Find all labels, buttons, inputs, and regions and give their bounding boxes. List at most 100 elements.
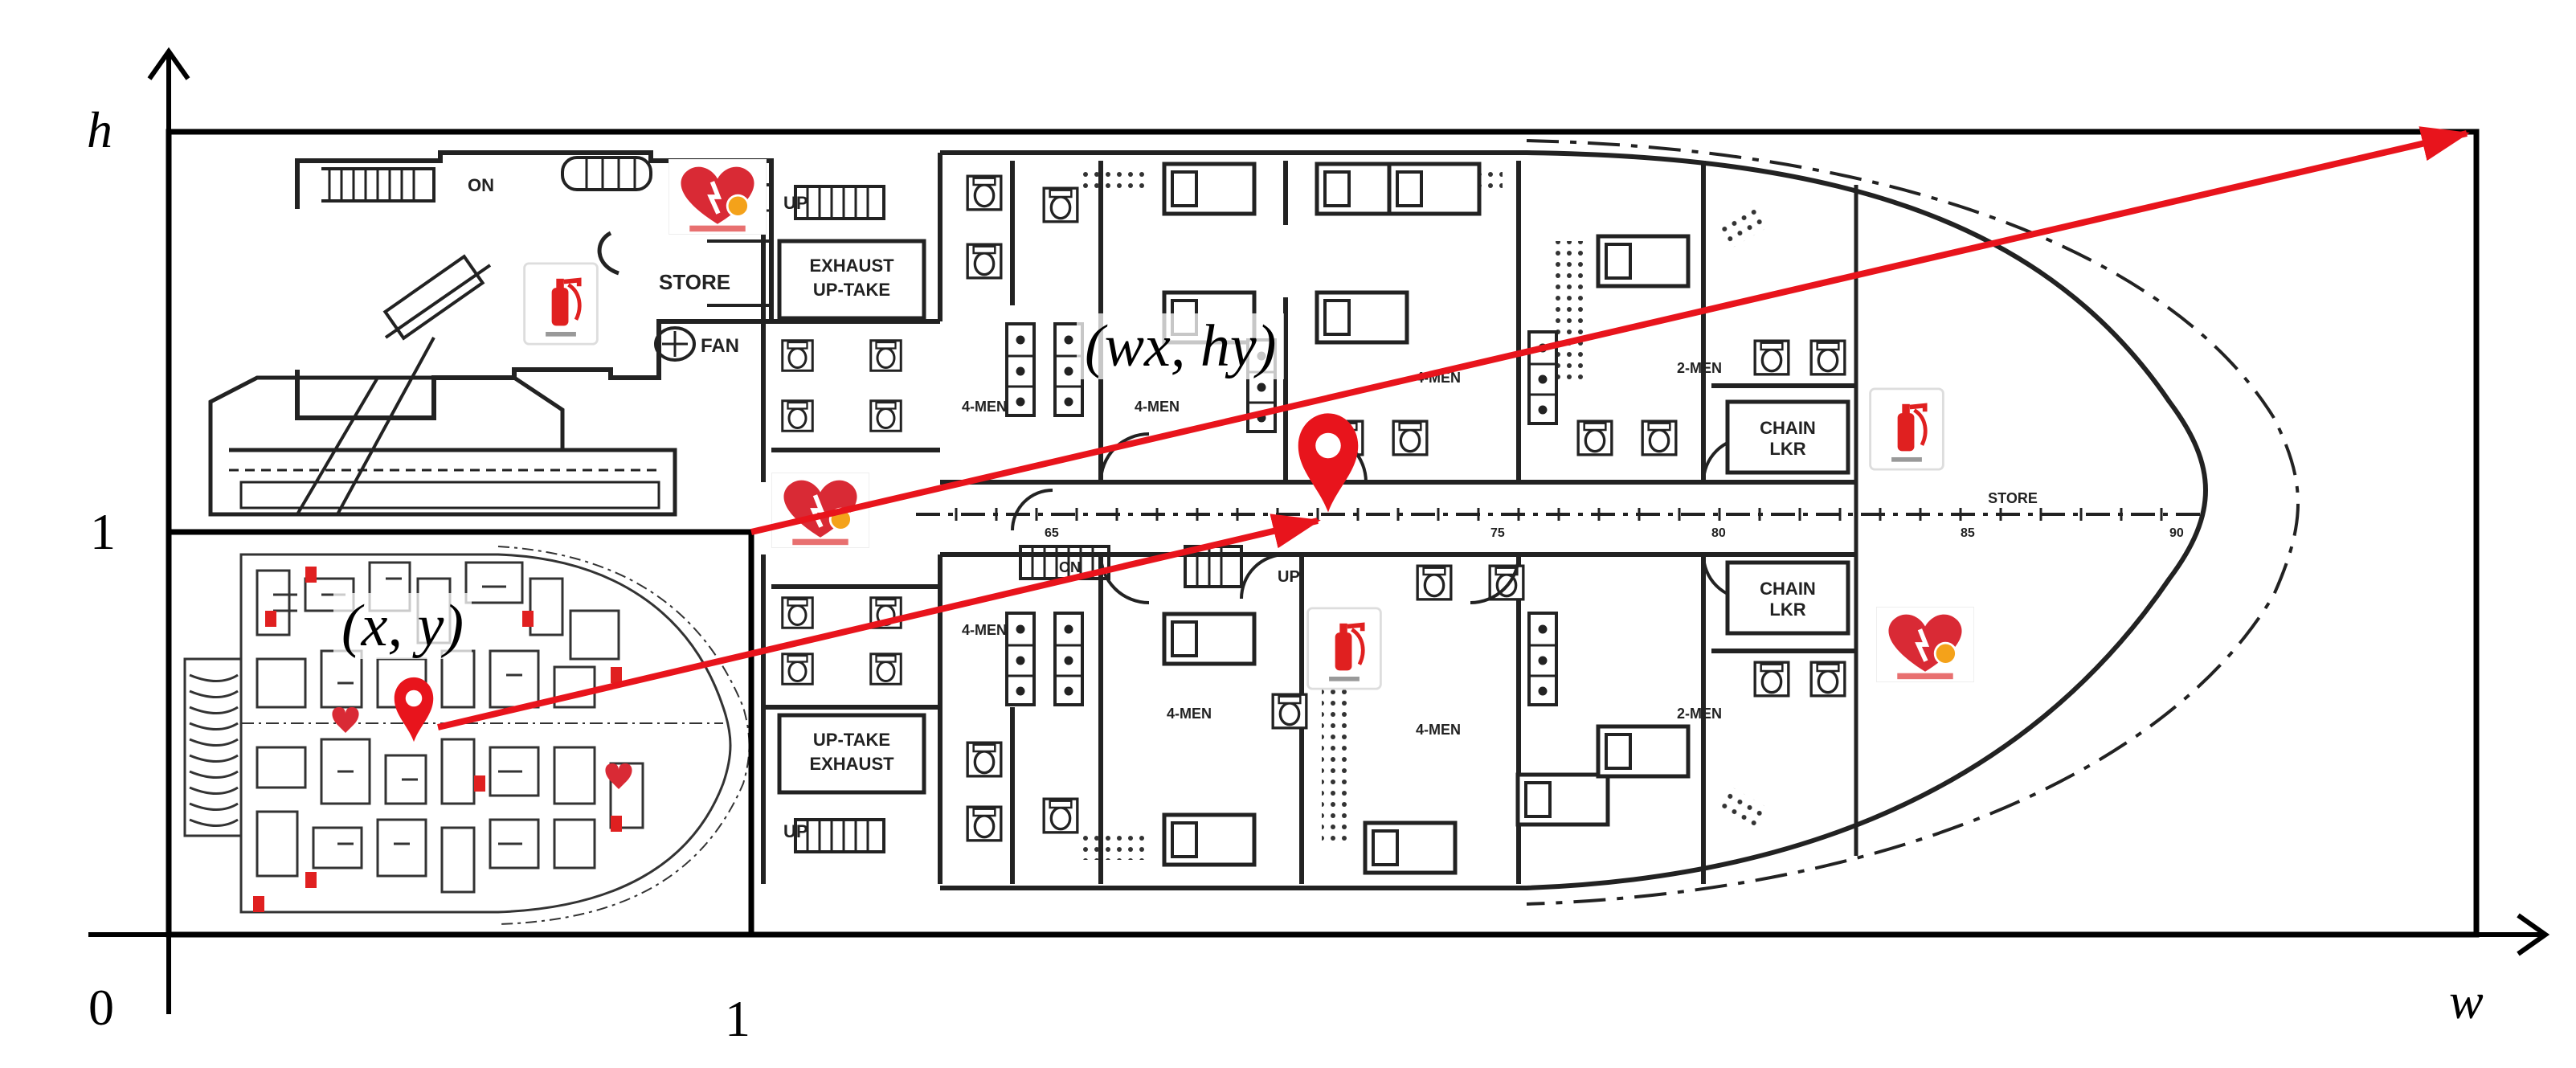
toilet-fixture bbox=[869, 653, 902, 685]
bunk-fixture bbox=[1365, 823, 1455, 873]
bunk-fixture bbox=[1164, 164, 1254, 214]
aed-heart-icon bbox=[669, 159, 767, 235]
room-exhaust-uptake bbox=[777, 239, 926, 321]
origin-label: 0 bbox=[88, 979, 114, 1036]
frame-number: 65 bbox=[1045, 526, 1059, 540]
stair-block bbox=[794, 185, 885, 220]
fire-extinguisher-icon bbox=[525, 264, 598, 344]
toilet-fixture bbox=[1042, 797, 1079, 834]
room-label-lkr: LKR bbox=[1769, 599, 1805, 620]
frame-number: 85 bbox=[1961, 526, 1975, 540]
engine-room-area bbox=[208, 150, 884, 517]
toilet-fixture bbox=[781, 339, 814, 372]
hull-outline bbox=[940, 150, 2208, 890]
room-label-4-men: 4-MEN bbox=[962, 622, 1007, 638]
room-label-store: STORE bbox=[659, 270, 730, 294]
fire-extinguisher-icon bbox=[522, 611, 534, 627]
toilet-fixture bbox=[966, 741, 1003, 778]
locker-fixture bbox=[1053, 612, 1084, 706]
room-uptake-exhaust bbox=[777, 713, 926, 795]
room-label-chain: CHAIN bbox=[1760, 418, 1816, 438]
locker-fixture bbox=[1527, 612, 1558, 706]
bunk-fixture bbox=[1389, 164, 1479, 214]
locker-fixture bbox=[1005, 612, 1036, 706]
fire-extinguisher-icon bbox=[305, 567, 317, 583]
toilet-fixture bbox=[1809, 339, 1846, 376]
original-floor-plan bbox=[183, 546, 750, 925]
corridor-ticks bbox=[955, 508, 2163, 521]
room-label-2-men: 2-MEN bbox=[1677, 360, 1722, 376]
small-plan-rooms bbox=[256, 561, 644, 894]
door-swings bbox=[1011, 432, 1748, 604]
room-label-store-bow: STORE bbox=[1988, 490, 2038, 506]
toilet-fixture bbox=[1753, 661, 1790, 698]
room-label-uptake: UP-TAKE bbox=[813, 730, 890, 750]
point-label-original: (x, y) bbox=[333, 593, 472, 659]
toilet-fixture bbox=[966, 174, 1003, 211]
bunk-fixture bbox=[1317, 293, 1407, 342]
internal-walls bbox=[761, 153, 1856, 884]
dotted-panel bbox=[1717, 784, 1770, 829]
toilet-fixture bbox=[1271, 693, 1308, 730]
y-axis-tick-label: 1 bbox=[90, 503, 116, 560]
room-label-4-men: 4-MEN bbox=[1167, 706, 1212, 722]
toilet-fixture bbox=[1416, 564, 1453, 601]
bunk-fixture bbox=[1598, 236, 1688, 286]
room-label-chain: CHAIN bbox=[1760, 579, 1816, 599]
fire-extinguisher-icon bbox=[1871, 389, 1944, 469]
room-label-fan: FAN bbox=[701, 335, 739, 357]
aed-heart-icon bbox=[605, 763, 632, 789]
small-plan-safety-markers bbox=[253, 567, 632, 912]
dotted-panel bbox=[1077, 836, 1149, 860]
room-label-4-men: 4-MEN bbox=[1416, 722, 1461, 738]
toilet-fixture bbox=[1576, 419, 1613, 456]
bunk-fixture bbox=[1164, 614, 1254, 664]
fire-extinguisher-icon bbox=[305, 872, 317, 888]
toilet-fixture bbox=[1753, 339, 1790, 376]
room-label-4-men: 4-MEN bbox=[962, 399, 1007, 415]
x-axis-end-label: w bbox=[2449, 972, 2484, 1029]
room-label-on: ON bbox=[468, 175, 494, 195]
scaled-floor-plan: ON STORE FAN UP UP bbox=[208, 139, 2300, 906]
fire-extinguisher-icon bbox=[611, 667, 622, 683]
x-axis-head bbox=[2517, 913, 2550, 956]
axes bbox=[88, 47, 2550, 1014]
room-label-exhaust: EXHAUST bbox=[809, 754, 894, 774]
toilet-fixture bbox=[1042, 186, 1079, 223]
point-mapping-arrow bbox=[437, 514, 1321, 730]
room-label-4-men: 4-MEN bbox=[1135, 399, 1180, 415]
dotted-panel bbox=[1717, 206, 1770, 251]
frame-number: 75 bbox=[1490, 526, 1505, 540]
dotted-panel bbox=[1322, 683, 1351, 844]
y-axis-end-label: h bbox=[87, 101, 112, 158]
unit-square-frame bbox=[166, 529, 754, 938]
toilet-fixture bbox=[781, 596, 814, 629]
locker-fixture bbox=[1005, 322, 1036, 417]
room-label-lkr: LKR bbox=[1769, 439, 1805, 459]
room-label-uptake: UP-TAKE bbox=[813, 280, 890, 300]
small-hull-outline bbox=[239, 553, 732, 914]
toilet-fixture bbox=[966, 805, 1003, 842]
toilet-fixture bbox=[781, 399, 814, 432]
toilet-fixture bbox=[1392, 419, 1429, 456]
frame-number: 80 bbox=[1711, 526, 1726, 540]
fire-extinguisher-icon bbox=[253, 896, 264, 912]
fire-extinguisher-icon bbox=[265, 611, 276, 627]
fire-extinguisher-icon bbox=[1308, 608, 1381, 689]
toilet-fixture bbox=[869, 339, 902, 372]
frame-number: 90 bbox=[2169, 526, 2184, 540]
map-pin-icon bbox=[1298, 413, 1359, 513]
scaling-arrows bbox=[437, 126, 2470, 730]
room-label-2-men: 2-MEN bbox=[1677, 706, 1722, 722]
y-axis-head bbox=[147, 47, 190, 80]
room-label-on-mid: ON bbox=[1059, 559, 1081, 575]
x-axis-tick-label: 1 bbox=[725, 990, 750, 1047]
toilet-fixture bbox=[781, 653, 814, 685]
fire-extinguisher-icon bbox=[474, 775, 485, 792]
toilet-fixture bbox=[966, 243, 1003, 280]
point-label-scaled: (wx, hy) bbox=[1077, 313, 1285, 379]
toilet-fixture bbox=[1641, 419, 1678, 456]
plan-labels: EXHAUST UP-TAKE UP-TAKE EXHAUST CHAIN LK… bbox=[809, 256, 2183, 774]
bunk-fixture bbox=[1164, 815, 1254, 865]
